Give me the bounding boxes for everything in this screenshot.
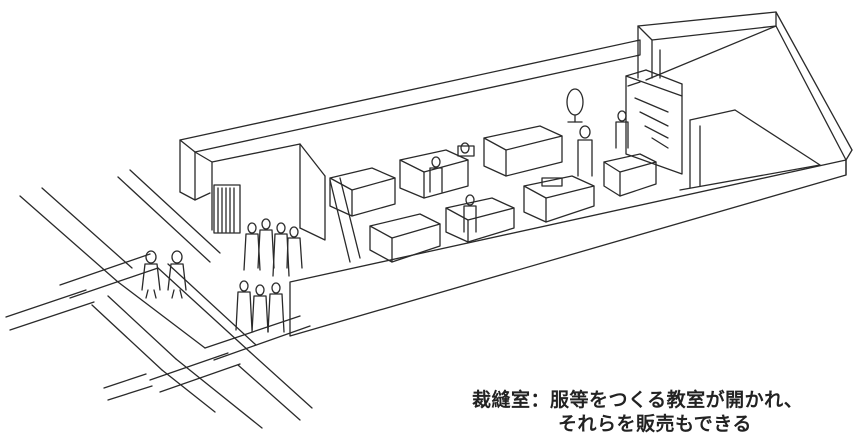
sewing-machine	[541, 177, 563, 187]
caption-line-2: それらを販売もできる	[558, 413, 752, 435]
sewing-machine	[457, 145, 475, 157]
caption: 裁縫室：服等をつくる教室が開かれ、 それらを販売もできる	[472, 388, 862, 436]
entrance-door	[213, 184, 241, 234]
building-shell	[179, 11, 853, 337]
mannequin	[566, 88, 584, 123]
sewing-tables	[329, 125, 657, 263]
caption-line-1: 裁縫室：服等をつくる教室が開かれ、	[472, 389, 804, 411]
people-inside	[429, 110, 629, 233]
people-street	[141, 218, 303, 333]
street-grid	[5, 169, 313, 429]
